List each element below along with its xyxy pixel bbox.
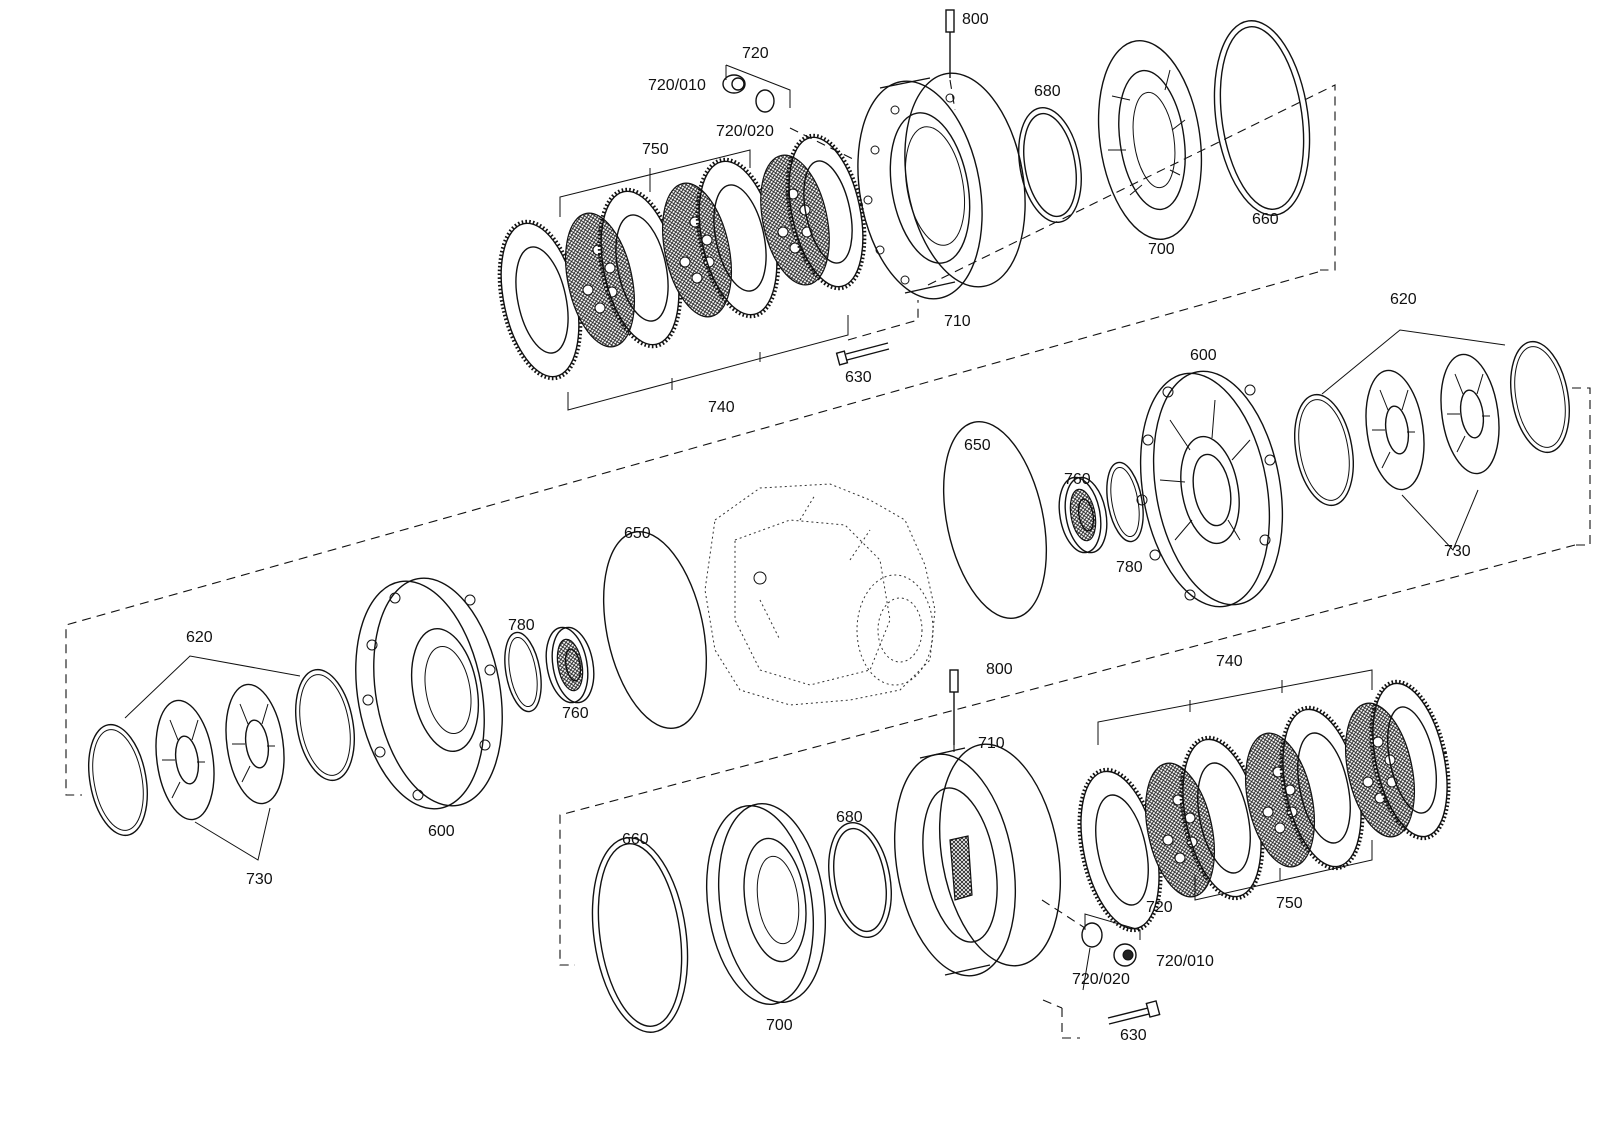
seal-ring-660-lower: [591, 837, 689, 1033]
callout-720-020-upper[interactable]: 720/020: [716, 123, 774, 140]
thrust-washer-730-right-a: [1365, 369, 1425, 491]
callout-720-020-lower[interactable]: 720/020: [1072, 971, 1130, 988]
callout-710-upper[interactable]: 710: [944, 313, 971, 330]
retaining-ring-620-left-a: [88, 723, 148, 837]
piston-700-upper: [1097, 40, 1203, 240]
retaining-ring-620-left-b: [295, 668, 355, 782]
callout-710-lower[interactable]: 710: [978, 735, 1005, 752]
callout-730-left[interactable]: 730: [246, 871, 273, 888]
cylinder-housing-710-upper: [857, 72, 1026, 300]
callout-720-010-upper[interactable]: 720/010: [648, 77, 706, 94]
steel-plate-lower-4: [1369, 679, 1451, 841]
thrust-washer-730-right-b: [1440, 353, 1500, 475]
seal-ring-660-upper: [1213, 20, 1311, 216]
shim-780-left: [504, 631, 542, 713]
friction-disc-3: [760, 154, 830, 286]
o-ring-720-020-lower: [1081, 922, 1103, 948]
callout-700-upper[interactable]: 700: [1148, 241, 1175, 258]
callout-620-left[interactable]: 620: [186, 629, 213, 646]
callout-680-upper[interactable]: 680: [1034, 83, 1061, 100]
callout-660-upper[interactable]: 660: [1252, 211, 1279, 228]
callout-800-upper[interactable]: 800: [962, 11, 989, 28]
friction-disc-2: [662, 182, 732, 318]
callout-600-left[interactable]: 600: [428, 823, 455, 840]
o-ring-720-020-upper: [755, 89, 775, 113]
bearing-760-left: [545, 626, 595, 704]
callout-780-left[interactable]: 780: [508, 617, 535, 634]
plug-720-010-lower: [1113, 943, 1137, 967]
callout-760-left[interactable]: 760: [562, 705, 589, 722]
o-ring-650-left: [602, 530, 708, 730]
cylinder-housing-710-lower: [893, 743, 1062, 977]
breather-800-upper: [945, 9, 955, 78]
retaining-ring-620-right-a: [1294, 393, 1354, 507]
callout-750-upper[interactable]: 750: [642, 141, 669, 158]
center-assembly: [88, 329, 1591, 966]
piston-700-lower: [705, 803, 827, 1005]
callout-650-right[interactable]: 650: [964, 437, 991, 454]
callout-740-lower[interactable]: 740: [1216, 653, 1243, 670]
callout-660-lower[interactable]: 660: [622, 831, 649, 848]
gearbox-housing-ghost: [704, 483, 936, 706]
callout-730-right[interactable]: 730: [1444, 543, 1471, 560]
upper-clutch-assembly: [65, 9, 1336, 796]
bolt-630-upper: [835, 342, 890, 366]
callout-720-upper[interactable]: 720: [742, 45, 769, 62]
callout-720-010-lower[interactable]: 720/010: [1156, 953, 1214, 970]
friction-disc-1: [565, 212, 635, 348]
breather-800-lower: [949, 669, 959, 745]
thrust-washer-730-left-a: [155, 699, 215, 821]
callout-600-right[interactable]: 600: [1190, 347, 1217, 364]
callout-650-left[interactable]: 650: [624, 525, 651, 542]
callout-760-right[interactable]: 760: [1064, 471, 1091, 488]
callout-630-lower[interactable]: 630: [1120, 1027, 1147, 1044]
callout-750-lower[interactable]: 750: [1276, 895, 1303, 912]
plug-720-010-upper: [722, 74, 746, 94]
snap-ring-680-lower: [828, 821, 892, 939]
callout-680-lower[interactable]: 680: [836, 809, 863, 826]
o-ring-650-right: [942, 420, 1048, 620]
thrust-washer-730-left-b: [225, 683, 285, 805]
friction-disc-lower-2: [1245, 732, 1315, 868]
snap-ring-680-upper: [1018, 106, 1082, 224]
callout-800-lower[interactable]: 800: [986, 661, 1013, 678]
callout-620-right[interactable]: 620: [1390, 291, 1417, 308]
friction-disc-lower-3: [1345, 702, 1415, 838]
callout-700-lower[interactable]: 700: [766, 1017, 793, 1034]
lower-clutch-assembly: [591, 669, 1451, 1039]
cover-600-left: [355, 577, 503, 810]
bolt-630-lower: [1107, 1000, 1161, 1025]
bearing-760-right: [1058, 476, 1108, 554]
callout-720-lower[interactable]: 720: [1146, 899, 1173, 916]
callout-labels: 800 720 720/010 720/020 750 680 710 700 …: [186, 11, 1471, 1044]
callout-780-right[interactable]: 780: [1116, 559, 1143, 576]
retaining-ring-620-right-b: [1510, 340, 1570, 454]
callout-740-upper[interactable]: 740: [708, 399, 735, 416]
cover-600-right: [1136, 370, 1284, 608]
shim-780-right: [1106, 461, 1144, 543]
callout-630-upper[interactable]: 630: [845, 369, 872, 386]
